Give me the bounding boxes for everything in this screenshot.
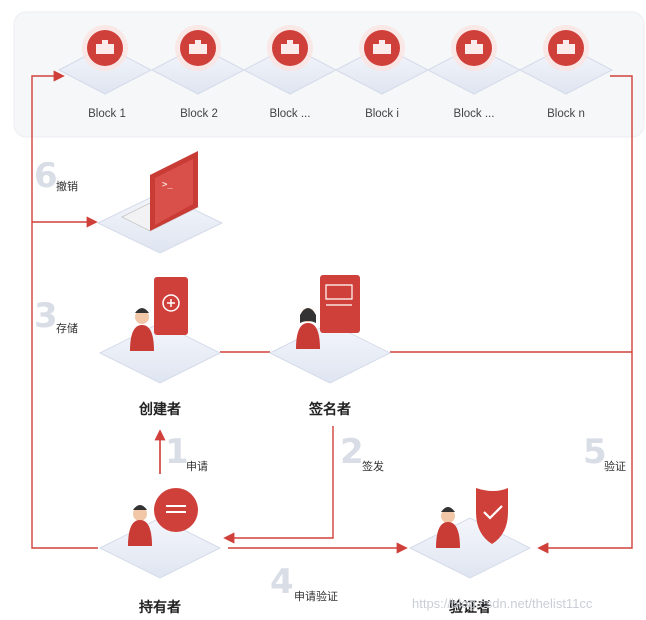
step-2-number: 2 [340,432,364,472]
block-5 [426,25,522,95]
block-label-5: Block ... [453,108,495,120]
block-3 [242,25,338,95]
step-1-text: 申请 [186,461,208,473]
block-label-2: Block 2 [180,108,218,120]
role-verifier: 验证者 [449,599,491,615]
creator-illustration [98,277,222,384]
block-2 [150,25,246,95]
role-signer: 签名者 [309,401,351,417]
laptop-illustration: >_ [96,151,224,254]
block-label-1: Block 1 [88,108,126,120]
step-4-text: 申请验证 [294,591,338,603]
step-6-text: 撤销 [56,181,78,193]
block-6 [518,25,614,95]
step-5-text: 验证 [604,461,626,473]
block-label-6: Block n [547,108,585,120]
step-2-text: 签发 [362,461,384,473]
role-holder: 持有者 [139,599,181,615]
block-label-3: Block ... [269,108,311,120]
watermark: https://blog.csdn.net/thelist11cc [412,596,593,611]
svg-text:>_: >_ [162,180,173,190]
step-4-number: 4 [270,562,294,602]
holder-illustration [98,488,222,579]
verifier-illustration [408,488,532,579]
step-3-text: 存储 [56,323,78,335]
step-1-number: 1 [165,432,189,472]
flow-lines [31,70,633,554]
block-4 [334,25,430,95]
signer-illustration [268,275,392,384]
role-creator: 创建者 [139,401,181,417]
step-6-number: 6 [34,156,58,196]
block-label-4: Block i [365,108,399,120]
step-3-number: 3 [34,296,58,336]
step-5-number: 5 [583,432,607,472]
